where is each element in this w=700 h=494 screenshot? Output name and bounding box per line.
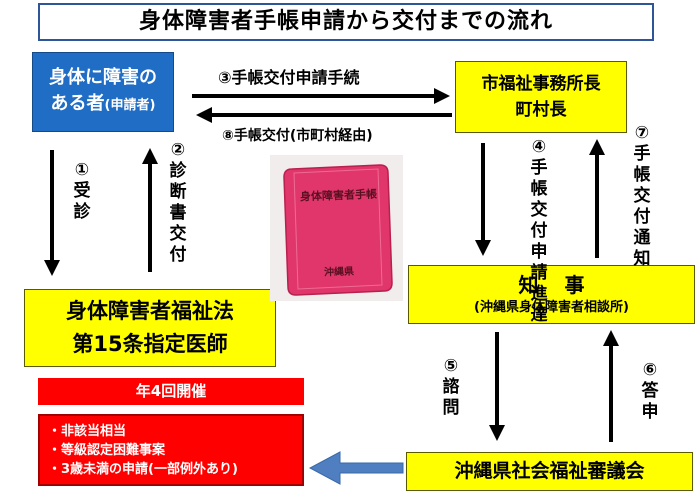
case-item: ・等級認定困難事案	[48, 443, 166, 458]
city-office-line2: 町村長	[515, 100, 567, 120]
applicant-line2: ある者(申請者)	[50, 93, 156, 114]
handbook-issuer: 沖縄県	[323, 266, 355, 279]
designated-doctor-box: 身体障害者福祉法 第15条指定医師	[24, 289, 276, 367]
arrow-to-notice	[308, 451, 404, 485]
step-5-label: ⑤諮問	[442, 356, 460, 418]
city-office-box: 市福祉事務所長 町村長	[455, 61, 627, 133]
council-cases-box: ・非該当相当 ・等級認定困難事案 ・3歳未満の申請(一部例外あり)	[38, 414, 304, 486]
applicant-line1: 身体に障害の	[49, 67, 157, 88]
step-1-label: ①受診	[73, 160, 91, 222]
welfare-council-box: 沖縄県社会福祉審議会	[406, 452, 693, 491]
applicant-box: 身体に障害の ある者(申請者)	[32, 52, 174, 132]
governor-line2: (沖縄県身体障害者相談所)	[474, 299, 629, 315]
meeting-frequency-heading: 年4回開催	[38, 378, 304, 405]
doctor-line1: 身体障害者福祉法	[66, 299, 234, 323]
applicant-sub: (申請者)	[104, 98, 156, 113]
step-7-label: ⑦手帳交付通知	[633, 123, 651, 269]
case-item: ・3歳未満の申請(一部例外あり)	[48, 462, 238, 477]
council-label: 沖縄県社会福祉審議会	[454, 460, 645, 482]
step-2-label: ②診断書交付	[169, 140, 187, 265]
governor-box: 知事 (沖縄県身体障害者相談所)	[408, 265, 695, 324]
case-item: ・非該当相当	[48, 424, 127, 439]
handbook-photo: 身体障害者手帳 沖縄県	[270, 155, 403, 301]
step-4-label: ④手帳交付申請進達	[530, 137, 548, 325]
doctor-line2: 第15条指定医師	[72, 332, 228, 356]
handbook-title: 身体障害者手帳	[299, 187, 378, 204]
step-6-label: ⑥答申	[641, 360, 659, 422]
page-title: 身体障害者手帳申請から交付までの流れ	[38, 3, 654, 41]
governor-line1: 知事	[518, 272, 611, 297]
handbook-illustration	[283, 164, 393, 296]
city-office-line1: 市福祉事務所長	[481, 74, 601, 94]
step-8-label: ⑧手帳交付(市町村経由)	[222, 128, 373, 144]
step-3-label: ③手帳交付申請手続	[218, 68, 360, 87]
